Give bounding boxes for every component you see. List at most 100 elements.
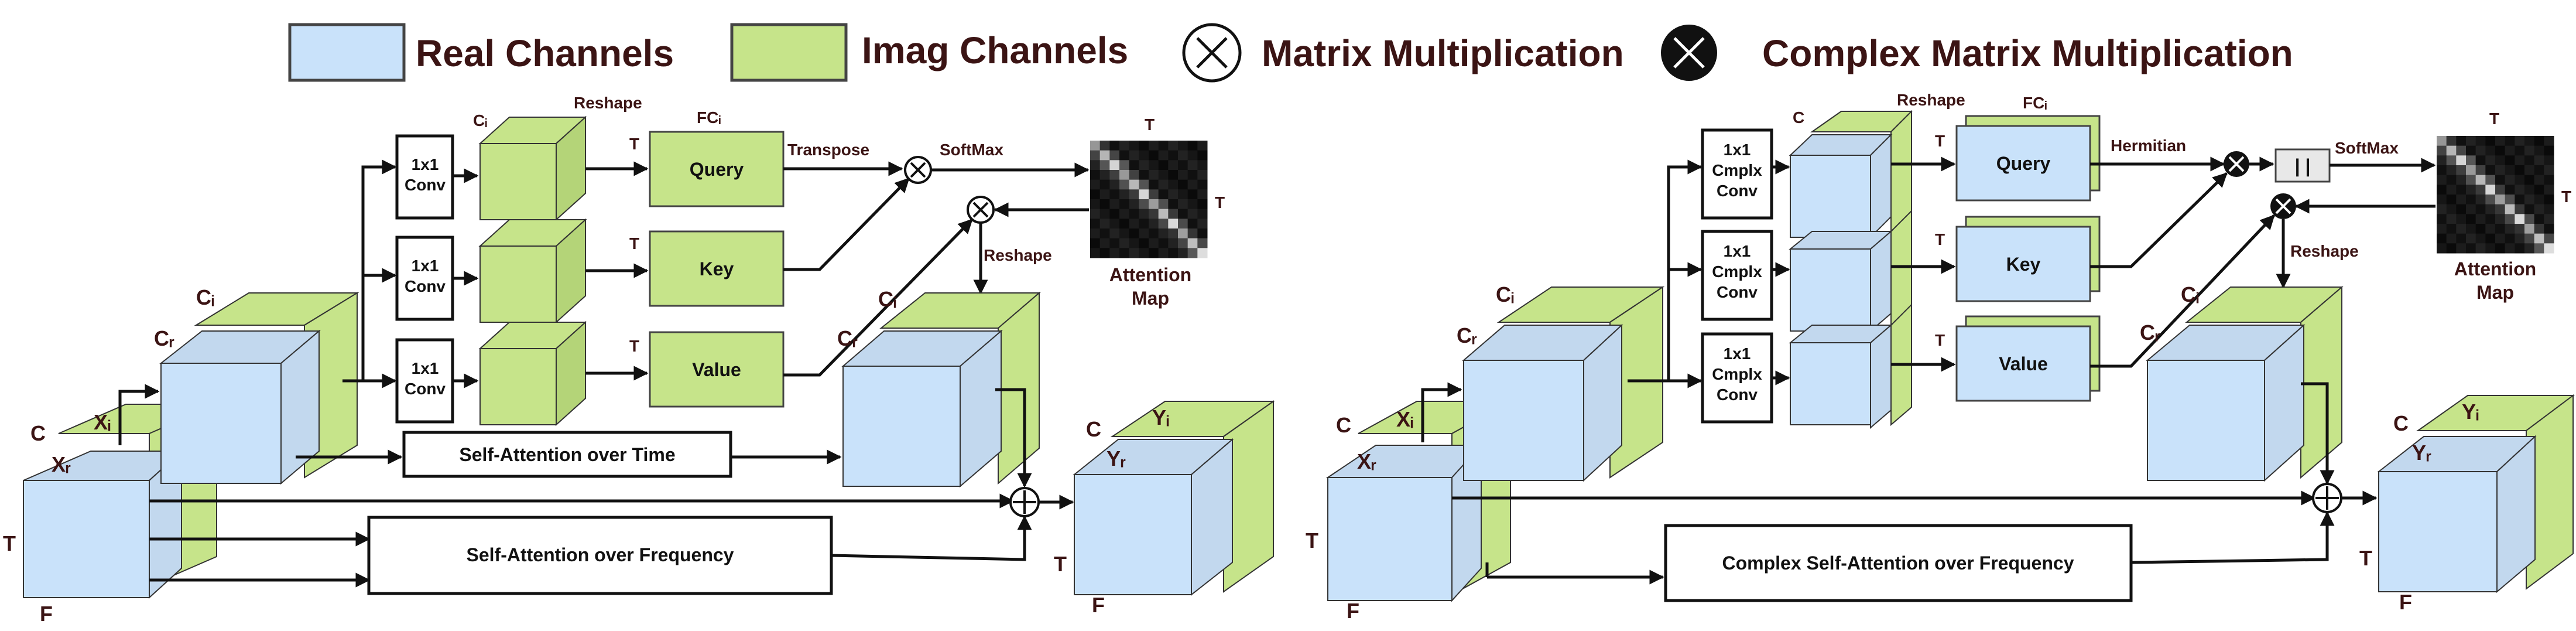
attention-cell bbox=[2524, 214, 2535, 224]
left-x-f-label: F bbox=[40, 602, 53, 626]
attention-cell bbox=[2466, 175, 2476, 185]
right-t-v: T bbox=[1935, 331, 1945, 349]
attention-cell bbox=[1109, 238, 1120, 248]
attention-cell bbox=[2466, 224, 2476, 234]
attention-cell bbox=[1139, 248, 1149, 258]
attention-cell bbox=[2534, 214, 2544, 224]
attention-cell bbox=[2446, 136, 2457, 146]
attention-cell bbox=[2534, 233, 2544, 244]
attention-cell bbox=[1129, 219, 1139, 229]
attention-cell bbox=[1178, 228, 1188, 239]
attention-cell bbox=[2485, 233, 2496, 244]
attention-cell bbox=[2437, 136, 2447, 146]
attention-cell bbox=[1197, 209, 1208, 219]
attention-cell bbox=[2515, 214, 2525, 224]
attention-cell bbox=[2534, 155, 2544, 166]
attention-cell bbox=[2534, 224, 2544, 234]
svg-text:Conv: Conv bbox=[405, 277, 446, 295]
attention-cell bbox=[2456, 175, 2467, 185]
attention-cell bbox=[2437, 233, 2447, 244]
attention-cell bbox=[1139, 238, 1149, 248]
attention-cell bbox=[2495, 136, 2506, 146]
left-t-k: T bbox=[629, 234, 639, 253]
attention-cell bbox=[2456, 214, 2467, 224]
attention-cell bbox=[1168, 228, 1179, 239]
attention-cell bbox=[2544, 175, 2554, 185]
attention-cell bbox=[1099, 209, 1110, 219]
attention-cell bbox=[2524, 175, 2535, 185]
attention-cell bbox=[2515, 233, 2525, 244]
right-small-cube-q bbox=[1789, 110, 1913, 239]
right-x-f-label: F bbox=[1347, 599, 1359, 623]
attention-cell bbox=[1090, 238, 1101, 248]
attention-cell bbox=[1090, 209, 1101, 219]
attention-cell bbox=[1119, 160, 1130, 170]
left-x-t-label: T bbox=[3, 531, 16, 555]
left-yi-label: Yᵢ bbox=[1152, 405, 1169, 429]
attention-cell bbox=[2475, 214, 2486, 224]
attention-cell bbox=[1158, 141, 1169, 151]
attention-cell bbox=[1178, 238, 1188, 248]
attention-cell bbox=[2475, 165, 2486, 176]
attention-cell bbox=[2446, 185, 2457, 195]
left-yr-label: Yᵣ bbox=[1107, 446, 1126, 470]
attention-cell bbox=[1099, 248, 1110, 258]
legend-imag-swatch bbox=[730, 23, 848, 82]
attention-cell bbox=[1149, 189, 1159, 200]
attention-cell bbox=[1158, 189, 1169, 200]
attention-cell bbox=[1168, 141, 1179, 151]
right-add-icon bbox=[2312, 483, 2342, 513]
attention-cell bbox=[2456, 145, 2467, 156]
left-attn-t-right: T bbox=[1215, 193, 1225, 212]
attention-cell bbox=[1178, 170, 1188, 180]
attention-cell bbox=[1129, 199, 1139, 210]
attention-cell bbox=[1109, 160, 1120, 170]
attention-cell bbox=[1090, 150, 1101, 161]
left-fc-label: FCᵢ bbox=[697, 108, 721, 127]
attention-cell bbox=[1139, 209, 1149, 219]
attention-cell bbox=[1149, 160, 1159, 170]
attention-cell bbox=[2544, 224, 2554, 234]
attention-cell bbox=[1119, 219, 1130, 229]
attention-cell bbox=[1187, 209, 1198, 219]
attention-cell bbox=[1168, 199, 1179, 210]
attention-cell bbox=[2495, 185, 2506, 195]
attention-cell bbox=[1187, 238, 1198, 248]
left-value-box bbox=[649, 331, 785, 408]
attention-cell bbox=[1178, 248, 1188, 258]
left-small-cube-q bbox=[478, 115, 587, 221]
attention-cell bbox=[1129, 141, 1139, 151]
left-diagram: C Xᵢ Xᵣ T F Cᵢ Cᵣ 1x1 Conv 1x1 bbox=[3, 94, 1276, 626]
right-cmatmul-1-icon bbox=[2224, 151, 2249, 177]
left-xr-label: Xᵣ bbox=[52, 452, 71, 476]
attention-cell bbox=[2534, 136, 2544, 146]
feature-cube-1 bbox=[159, 292, 359, 485]
matmul-icon bbox=[1182, 23, 1242, 83]
attention-cell bbox=[2524, 224, 2535, 234]
attention-cell bbox=[2485, 165, 2496, 176]
left-t-q: T bbox=[629, 135, 639, 153]
right-attn-label-1: Attention bbox=[2454, 258, 2536, 279]
left-freq-box bbox=[367, 516, 833, 595]
attention-cell bbox=[2466, 243, 2476, 254]
attention-cell bbox=[1139, 141, 1149, 151]
attention-cell bbox=[2466, 136, 2476, 146]
attention-cell bbox=[1099, 141, 1110, 151]
attention-cell bbox=[2515, 204, 2525, 214]
left-reshape-label: Reshape bbox=[574, 94, 642, 112]
attention-cell bbox=[2515, 243, 2525, 254]
attention-cell bbox=[1158, 219, 1169, 229]
attention-cell bbox=[1178, 209, 1188, 219]
attention-cell bbox=[1149, 219, 1159, 229]
attention-cell bbox=[2475, 233, 2486, 244]
left-output-cube-y bbox=[1073, 400, 1276, 596]
attention-cell bbox=[2534, 175, 2544, 185]
left-add-icon bbox=[1009, 487, 1040, 517]
left-xi-label: Xᵢ bbox=[94, 410, 111, 434]
left-cube1-ci-label: Cᵢ bbox=[196, 285, 214, 309]
attention-cell bbox=[1197, 248, 1208, 258]
left-small-cube-v bbox=[478, 320, 587, 427]
attention-cell bbox=[2475, 243, 2486, 254]
attention-cell bbox=[2485, 155, 2496, 166]
right-key-box bbox=[1955, 226, 2091, 302]
